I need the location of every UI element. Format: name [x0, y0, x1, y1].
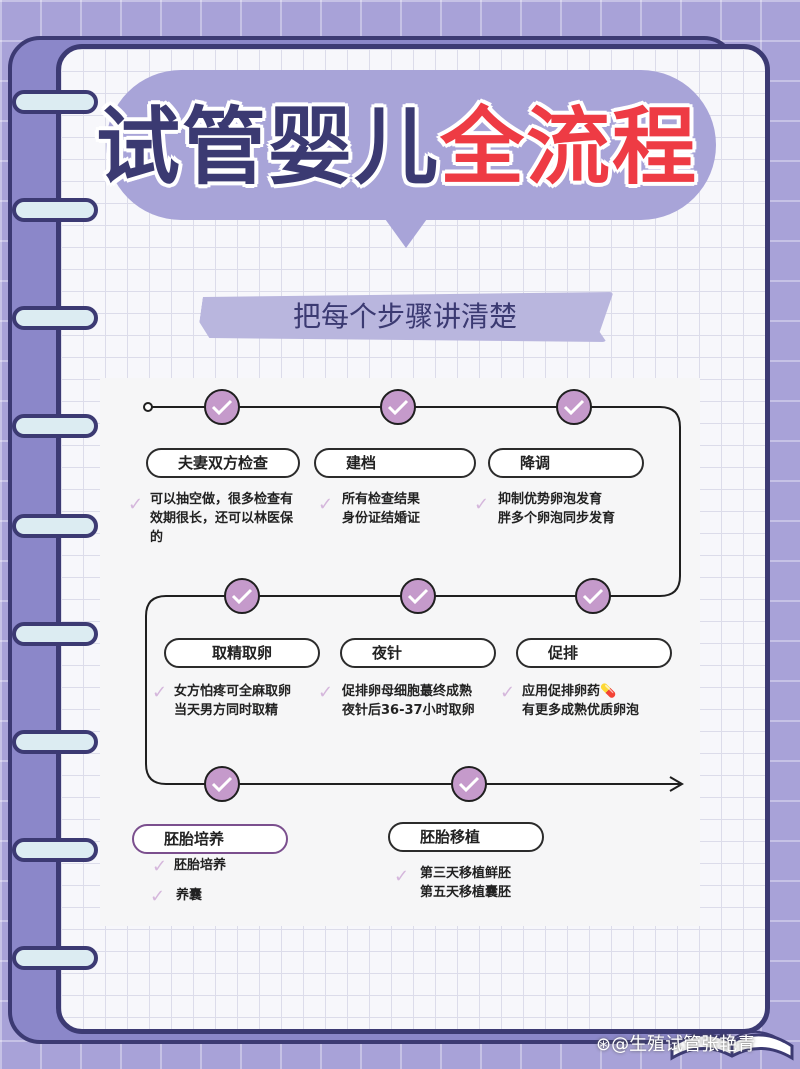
desc-line: 身份证结婚证: [342, 511, 421, 526]
step-label-trigger-shot: 夜针: [340, 638, 496, 668]
step-label-culture: 胚胎培养: [132, 824, 288, 854]
check-icon: ✓: [500, 682, 516, 703]
binder-ring: [12, 514, 98, 538]
step-marker: [400, 578, 436, 614]
step-desc-culture-item: 养囊: [176, 888, 203, 903]
check-icon: ✓: [394, 866, 410, 887]
desc-line: 效期很长，还可以林医保: [150, 511, 294, 526]
desc-line: 第五天移植囊胚: [420, 885, 512, 900]
desc-line: 有更多成熟优质卵泡: [522, 703, 640, 718]
step-marker: [204, 766, 240, 802]
binder-ring: [12, 414, 98, 438]
step-label-stimulation: 促排: [516, 638, 672, 668]
step-desc-culture-item: 胚胎培养: [174, 858, 227, 873]
desc-line: 所有检查结果: [342, 492, 421, 507]
title-part1: 试管婴儿: [96, 98, 441, 196]
desc-line: 应用促排卵药💊: [522, 684, 617, 699]
binder-ring: [12, 306, 98, 330]
page-subtitle: 把每个步骤讲清楚: [292, 300, 517, 333]
check-icon: ✓: [318, 682, 334, 703]
step-label-filing: 建档: [314, 448, 476, 478]
step-marker: [204, 389, 240, 425]
binder-ring: [12, 90, 98, 114]
step-desc-transfer: 第三天移植鲜胚 第五天移植囊胚: [420, 864, 570, 902]
check-icon: ✓: [152, 856, 168, 877]
step-desc-filing: 所有检查结果 身份证结婚证: [342, 490, 482, 528]
step-label-downregulation: 降调: [488, 448, 644, 478]
step-marker: [556, 389, 592, 425]
step-label-retrieval: 取精取卵: [164, 638, 320, 668]
step-desc-trigger-shot: 促排卵母细胞蕞终成熟 夜针后36-37小时取卵: [342, 682, 502, 720]
title-bubble: [106, 70, 716, 220]
step-desc-downregulation: 抑制优势卵泡发育 胖多个卵泡同步发育: [498, 490, 668, 528]
step-label-checkup: 夫妻双方检查: [146, 448, 300, 478]
binder-ring: [12, 946, 98, 970]
desc-line: 促排卵母细胞蕞终成熟: [342, 684, 473, 699]
binder-ring: [12, 622, 98, 646]
check-icon: ✓: [128, 494, 144, 515]
step-desc-stimulation: 应用促排卵药💊 有更多成熟优质卵泡: [522, 682, 672, 720]
binder-ring: [12, 730, 98, 754]
step-marker: [451, 766, 487, 802]
book-icon: [670, 1031, 794, 1061]
step-desc-retrieval: 女方怕疼可全麻取卵 当天男方同时取精: [174, 682, 324, 720]
desc-line: 女方怕疼可全麻取卵: [174, 684, 292, 699]
step-marker: [575, 578, 611, 614]
check-icon: ✓: [152, 682, 168, 703]
check-icon: ✓: [150, 886, 166, 907]
step-marker: [380, 389, 416, 425]
check-icon: ✓: [318, 494, 334, 515]
watermark: ⊛@生殖试管张艳青: [596, 1034, 756, 1055]
desc-line: 的: [150, 530, 164, 545]
binder-ring: [12, 838, 98, 862]
desc-line: 第三天移植鲜胚: [420, 866, 512, 881]
desc-line: 当天男方同时取精: [174, 703, 279, 718]
step-desc-checkup: 可以抽空做，很多检查有 效期很长，还可以林医保 的: [150, 490, 320, 547]
binder-ring: [12, 198, 98, 222]
title-part2: 全流程: [440, 98, 699, 196]
title-bubble-tail: [380, 212, 432, 248]
step-marker: [224, 578, 260, 614]
desc-line: 胖多个卵泡同步发育: [498, 511, 616, 526]
desc-line: 抑制优势卵泡发育: [498, 492, 603, 507]
check-icon: ✓: [474, 494, 490, 515]
step-label-transfer: 胚胎移植: [388, 822, 544, 852]
page-title: 试管婴儿全流程: [96, 92, 736, 202]
desc-line: 可以抽空做，很多检查有: [150, 492, 294, 507]
desc-line: 夜针后36-37小时取卵: [342, 703, 475, 718]
